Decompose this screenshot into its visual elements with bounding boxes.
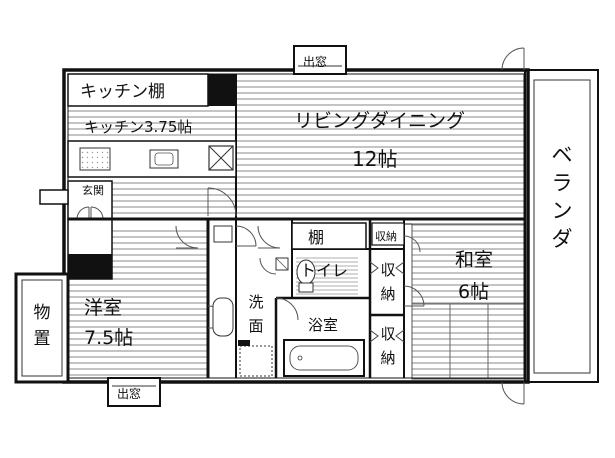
japanese-room-size: 6帖 — [458, 281, 489, 303]
washroom-fixtures — [212, 225, 273, 377]
bathroom-fixtures — [283, 339, 365, 377]
kitchen-counter — [67, 140, 237, 178]
kitchen-label: キッチン3.75帖 — [84, 118, 192, 136]
vertical-labels: ベランダ 物置 洗面 収納 収納 — [34, 143, 573, 367]
western-room-name: 洋室 — [84, 297, 122, 319]
room-labels: キッチン棚 キッチン3.75帖 リビングダイニング 12帖 玄関 出窓 出窓 洋… — [80, 54, 493, 401]
western-room-size: 7.5帖 — [84, 327, 133, 349]
window-top-label: 出窓 — [303, 54, 327, 69]
ldk-name-label: リビングダイニング — [294, 110, 465, 132]
bay-window-top — [293, 45, 347, 75]
sink-icon — [149, 149, 179, 169]
kitchen-shelf-label: キッチン棚 — [80, 82, 165, 102]
floor-hatching — [68, 79, 526, 380]
veranda-doors — [501, 47, 525, 405]
shelf-label: 棚 — [308, 228, 324, 247]
entrance — [39, 180, 113, 280]
window-bottom-label: 出窓 — [117, 386, 141, 401]
closet-upper-label: 収納 — [380, 261, 395, 303]
toilet-fixture — [275, 257, 316, 293]
toilet-label: トイレ — [300, 261, 348, 280]
closet-door-marks — [369, 261, 405, 343]
kitchen-shelf — [67, 73, 237, 219]
storage-room-label: 物置 — [34, 303, 51, 349]
japanese-room-name: 和室 — [455, 249, 493, 271]
veranda-label: ベランダ — [552, 143, 573, 251]
stove-icon — [79, 147, 111, 171]
veranda — [524, 69, 599, 383]
closet-lower-label: 収納 — [380, 325, 395, 367]
closet-small-label: 収納 — [375, 230, 397, 243]
shelf-cabinet — [291, 222, 405, 250]
appliance-icon — [208, 145, 234, 171]
storage-room — [14, 272, 70, 384]
ldk-size-label: 12帖 — [352, 147, 397, 171]
bay-window-bottom — [107, 377, 161, 407]
washroom-label: 洗面 — [248, 293, 263, 335]
bathroom-label: 浴室 — [308, 316, 338, 334]
entrance-label: 玄関 — [82, 183, 104, 197]
